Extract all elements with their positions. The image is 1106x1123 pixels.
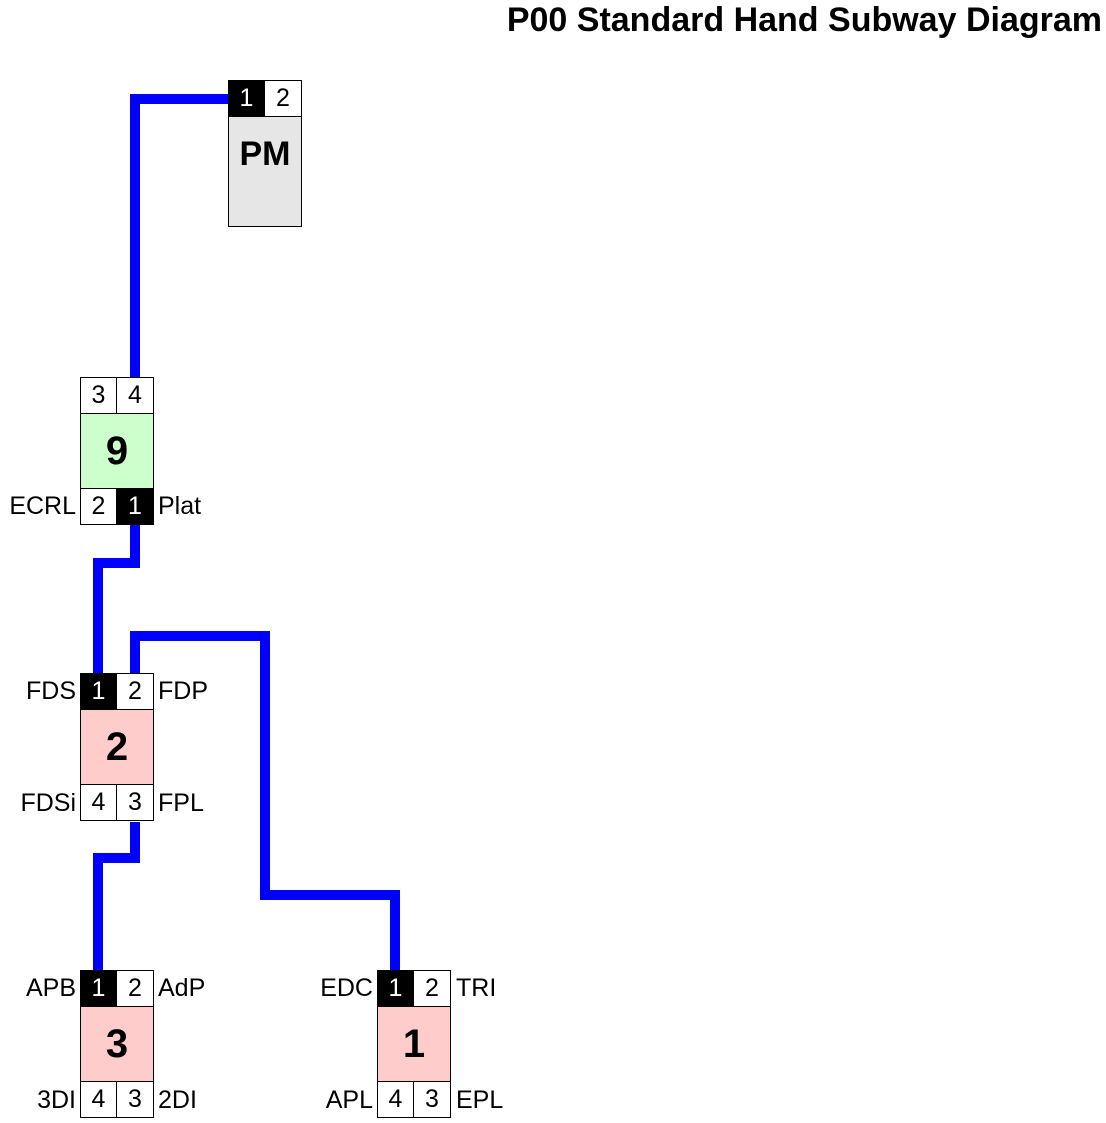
node-2-port-4: 4 [80, 784, 117, 821]
label-adp: AdP [158, 974, 206, 1002]
line-2-to-3 [93, 822, 140, 970]
node-1-top-ports: 1 2 [377, 970, 451, 1007]
pm-label: PM [228, 117, 302, 227]
node-1-bottom-ports: 4 3 [377, 1081, 451, 1118]
label-2di: 2DI [158, 1086, 197, 1114]
pm-port-1: 1 [228, 80, 265, 117]
node-9-port-4: 4 [117, 377, 154, 414]
node-2-port-1: 1 [80, 673, 117, 710]
node-3-port-3: 3 [117, 1081, 154, 1118]
pm-ports: 1 2 [228, 80, 302, 117]
node-9-port-1: 1 [117, 488, 154, 525]
label-tri: TRI [456, 974, 497, 1002]
label-epl: EPL [456, 1086, 504, 1114]
node-2-port-2: 2 [117, 673, 154, 710]
diagram-title: P00 Standard Hand Subway Diagram [506, 1, 1102, 39]
label-apb: APB [25, 974, 76, 1002]
label-fdsi: FDSi [20, 789, 76, 817]
pm-port-2: 2 [265, 80, 302, 117]
node-1: 1 2 1 4 3 [377, 970, 451, 1118]
node-3-port-4: 4 [80, 1081, 117, 1118]
node-3-label: 3 [80, 1007, 154, 1081]
label-edc: EDC [320, 974, 373, 1002]
node-1-port-3: 3 [414, 1081, 451, 1118]
node-2-bottom-ports: 4 3 [80, 784, 154, 821]
label-apl: APL [325, 1086, 373, 1114]
line-2-to-1 [130, 631, 400, 970]
label-ecrl: ECRL [9, 492, 76, 520]
node-1-label: 1 [377, 1007, 451, 1081]
line-pm-to-9 [130, 94, 228, 378]
node-2-label: 2 [80, 710, 154, 784]
node-9-top-ports: 3 4 [80, 377, 154, 414]
label-fpl: FPL [158, 789, 204, 817]
node-9-port-2: 2 [80, 488, 117, 525]
line-9-to-2 [93, 525, 140, 675]
node-2: 1 2 2 4 3 [80, 673, 154, 821]
node-9-label: 9 [80, 414, 154, 488]
node-9-port-3: 3 [80, 377, 117, 414]
node-3-port-2: 2 [117, 970, 154, 1007]
node-1-port-4: 4 [377, 1081, 414, 1118]
node-3: 1 2 3 4 3 [80, 970, 154, 1118]
node-2-port-3: 3 [117, 784, 154, 821]
node-9-bottom-ports: 2 1 [80, 488, 154, 525]
node-3-port-1: 1 [80, 970, 117, 1007]
node-3-top-ports: 1 2 [80, 970, 154, 1007]
label-3di: 3DI [37, 1086, 76, 1114]
label-fdp: FDP [158, 677, 208, 705]
node-9: 3 4 9 2 1 [80, 377, 154, 525]
node-pm: 1 2 PM [228, 80, 302, 227]
label-fds: FDS [26, 677, 76, 705]
node-1-port-2: 2 [414, 970, 451, 1007]
node-3-bottom-ports: 4 3 [80, 1081, 154, 1118]
node-1-port-1: 1 [377, 970, 414, 1007]
label-plat: Plat [158, 492, 202, 520]
node-2-top-ports: 1 2 [80, 673, 154, 710]
